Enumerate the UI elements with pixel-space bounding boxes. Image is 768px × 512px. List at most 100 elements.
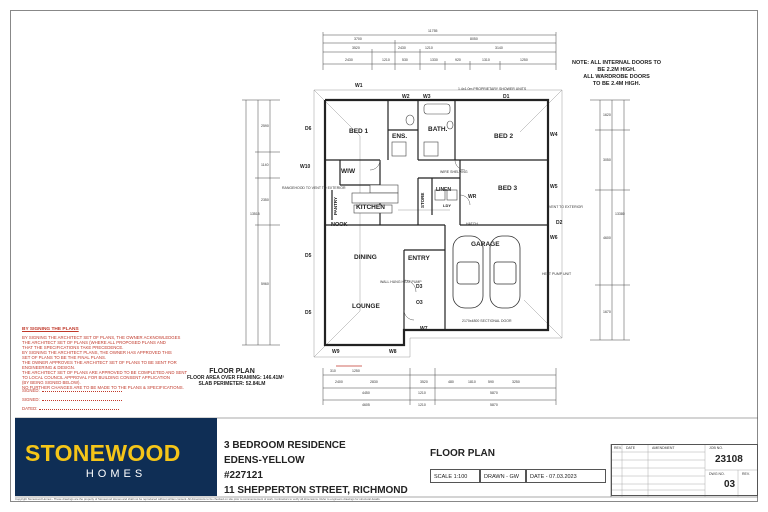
dim-top: 3700 — [354, 37, 362, 41]
signature-line — [41, 391, 122, 392]
rev-header: REV. — [614, 446, 622, 450]
copyright-footer: Copyright Stonewood Homes - These drawin… — [15, 497, 381, 501]
amendment-header: AMENDMENT — [652, 446, 675, 450]
dwg-no-label: DWG NO. — [709, 472, 725, 476]
signing-line: NO FURTHER CHANGES ARE TO BE MADE TO THE… — [22, 385, 184, 390]
dim-bottom: 1810 — [468, 380, 476, 384]
heat-pump-note: HEAT PUMP UNIT — [542, 272, 572, 276]
dim-bottom: 5870 — [490, 391, 498, 395]
dim-right: 1620 — [603, 113, 611, 117]
signature-field-1[interactable]: SIGNED: — [22, 388, 122, 393]
drawing-sheet — [10, 10, 758, 502]
door-tag: D5 — [305, 310, 312, 316]
dim-top: 3140 — [495, 46, 503, 50]
door-tag: D6 — [305, 126, 312, 132]
date-field[interactable]: DATED: — [22, 406, 120, 411]
door-tag: D5 — [305, 253, 312, 259]
dim-left: 2590 — [261, 124, 269, 128]
room-laundry: LDY — [443, 203, 451, 208]
room-wiw: WIW — [341, 168, 356, 175]
dim-top: 1210 — [382, 58, 390, 62]
signing-line: ENGINEERING & DESIGN. — [22, 365, 76, 370]
dim-bottom: 1210 — [418, 403, 426, 407]
drawing-number: 03 — [724, 479, 736, 490]
note-line: NOTE: ALL INTERNAL DOORS TO — [572, 60, 662, 66]
revision-table: REV. DATE AMENDMENT JOB NO. DWG NO. REV. — [611, 444, 758, 496]
rangehood-note: RANGEHOOD TO VENT TO EXTERIOR — [282, 186, 346, 190]
date-box: DATE - 07.03.2023 — [526, 469, 606, 483]
dim-left: 1140 — [261, 163, 269, 167]
room-entry: ENTRY — [408, 255, 430, 262]
signing-line: THAT THE SPECIFICATIONS TAKE PRECEDENCE. — [22, 345, 124, 350]
drawn-box: DRAWN - GW — [480, 469, 526, 483]
signed-label: SIGNED: — [22, 388, 40, 393]
dim-top: 1310 — [482, 58, 490, 62]
rev-label: REV. — [742, 472, 750, 476]
dim-top: 1210 — [425, 46, 433, 50]
room-lounge: LOUNGE — [352, 303, 380, 310]
dim-bottom: 3520 — [420, 380, 428, 384]
signed-label: SIGNED: — [22, 397, 40, 402]
window-tag: W7 — [420, 326, 428, 332]
project-type: 3 BEDROOM RESIDENCE — [224, 440, 346, 451]
floor-plan-title: FLOOR PLAN — [209, 368, 255, 375]
dim-bottom: 1210 — [418, 391, 426, 395]
dim-bottom: 2830 — [370, 380, 378, 384]
dim-bottom: 4605 — [362, 403, 370, 407]
scale-box: SCALE 1:100 — [430, 469, 480, 483]
window-tag: W4 — [550, 132, 558, 138]
signature-field-2[interactable]: SIGNED: — [22, 397, 122, 402]
door-tag: D1 — [503, 94, 510, 100]
signing-line: TO LOCAL COUNCIL APPROVAL FOR BUILDING C… — [22, 375, 170, 380]
project-address: 11 SHEPPERTON STREET, RICHMOND — [224, 485, 408, 496]
dim-top: 3520 — [352, 46, 360, 50]
door-tag: D3 — [416, 284, 423, 290]
garage-door-note: 2170x4800 SECTIONAL DOOR — [462, 319, 512, 323]
signing-heading: BY SIGNING THE PLANS — [22, 327, 79, 332]
window-tag: W3 — [423, 94, 431, 100]
room-wr: WR — [468, 194, 477, 200]
signing-line: THE ARCHITECT SET OF PLANS (WHERE ALL PR… — [22, 340, 166, 345]
window-tag: W6 — [550, 235, 558, 241]
shower-note: 1.4x1.0m PROPRIETARY SHOWER UNITS — [458, 87, 527, 91]
shelving-note: WIRE SHELVING — [440, 170, 468, 174]
project-design: EDENS-YELLOW — [224, 455, 305, 466]
dim-bottom: 5870 — [490, 403, 498, 407]
room-kitchen: KITCHEN — [356, 204, 385, 211]
dim-bottom: 310 — [330, 369, 336, 373]
sheet-title: FLOOR PLAN — [430, 448, 495, 459]
signature-line — [41, 400, 122, 401]
signing-block: BY SIGNING THE PLANS BY SIGNING THE ARCH… — [22, 327, 187, 390]
note-line: BE 2.2M HIGH. — [597, 67, 636, 73]
signing-line: SET OF PLANS TO BE THE FINAL PLANS. — [22, 355, 107, 360]
dim-bottom: 590 — [488, 380, 494, 384]
signing-line: BY SIGNING THE ARCHITECT PLANS, THE OWNE… — [22, 350, 172, 355]
note-line: ALL WARDROBE DOORS — [583, 74, 650, 80]
project-info: 3 BEDROOM RESIDENCE EDENS-YELLOW #227121… — [224, 438, 408, 498]
floor-plan-caption: FLOOR PLAN FLOOR AREA OVER FRAMING: 146.… — [187, 368, 284, 387]
logo-name: STONEWOOD — [25, 440, 181, 466]
job-number: 23108 — [715, 454, 743, 465]
opening-tag: O3 — [416, 300, 423, 306]
window-tag: W5 — [550, 184, 558, 190]
room-nook: NOOK — [331, 222, 348, 228]
room-bed3: BED 3 — [498, 185, 518, 192]
window-tag: W9 — [332, 349, 340, 355]
dim-left-overall: 13515 — [250, 212, 260, 216]
dim-top: 1250 — [520, 58, 528, 62]
dim-top: 8050 — [470, 37, 478, 41]
dim-bottom: 1250 — [352, 369, 360, 373]
project-number: #227121 — [224, 470, 263, 481]
room-garage: GARAGE — [471, 241, 500, 248]
signing-line: THE ARCHITECT SET OF PLANS ARE APPROVED … — [22, 370, 188, 375]
window-tag: W1 — [355, 83, 363, 89]
dim-top: 1330 — [430, 58, 438, 62]
window-tag: W10 — [300, 164, 311, 170]
dim-top-overall: 11755 — [428, 29, 438, 33]
job-no-label: JOB NO. — [709, 446, 724, 450]
signing-line: BY SIGNING THE ARCHITECT SET OF PLANS, T… — [22, 335, 181, 340]
heat-pump-wall-note: WALL HUNG HEAT PUMP — [380, 280, 422, 284]
hatch-note: HATCH — [466, 222, 478, 226]
door-tag: D2 — [556, 220, 563, 226]
